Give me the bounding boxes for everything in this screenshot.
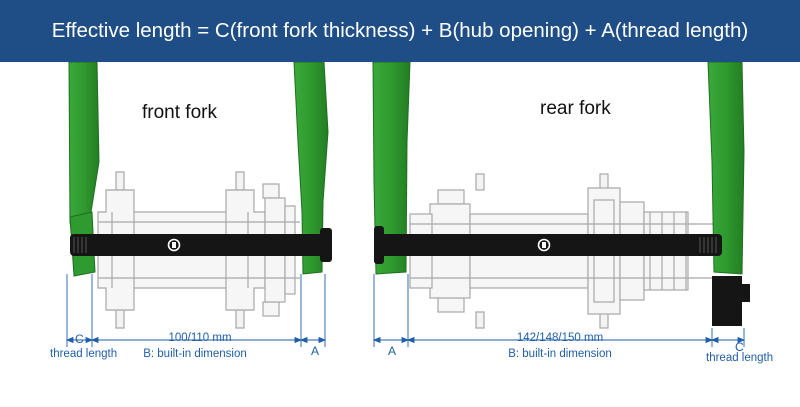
rear-fork-label: rear fork xyxy=(540,98,611,119)
front-thru-axle xyxy=(70,228,332,262)
rear-c-letter: C xyxy=(735,340,744,354)
header-title: Effective length = C(front fork thicknes… xyxy=(51,19,749,42)
rear-hanger-tab xyxy=(728,284,750,302)
front-c-letter: C xyxy=(75,332,84,346)
front-built-in-dimension: B: built-in dimension xyxy=(143,348,247,360)
front-fork-label: front fork xyxy=(142,102,217,123)
axle-diagram xyxy=(65,62,750,347)
front-thread-length-label: thread length xyxy=(50,348,118,360)
diagram-canvas: front fork rear fork RIRO RIRO C thread … xyxy=(0,62,800,407)
front-hub-dimension: 100/110 mm xyxy=(168,332,232,344)
rear-fork-left-leg xyxy=(372,62,411,275)
rear-thru-axle xyxy=(374,226,722,264)
rear-thread-length-label: thread length xyxy=(706,352,774,364)
rear-built-in-dimension: B: built-in dimension xyxy=(508,348,612,360)
front-a-letter: A xyxy=(311,344,320,358)
rear-a-letter: A xyxy=(388,344,397,358)
brand-logo-icon xyxy=(537,238,551,252)
rear-dimension-lines xyxy=(372,274,746,347)
brand-logo-icon xyxy=(167,238,181,252)
rear-axle-brand: RIRO xyxy=(551,175,583,187)
front-dimension-lines xyxy=(65,274,327,347)
header-banner xyxy=(0,0,800,62)
front-axle-brand: RIRO xyxy=(181,175,213,187)
front-fork-right-leg xyxy=(293,62,329,275)
rear-fork-right-leg xyxy=(707,62,745,275)
rear-hub-dimension: 142/148/150 mm xyxy=(516,332,604,344)
